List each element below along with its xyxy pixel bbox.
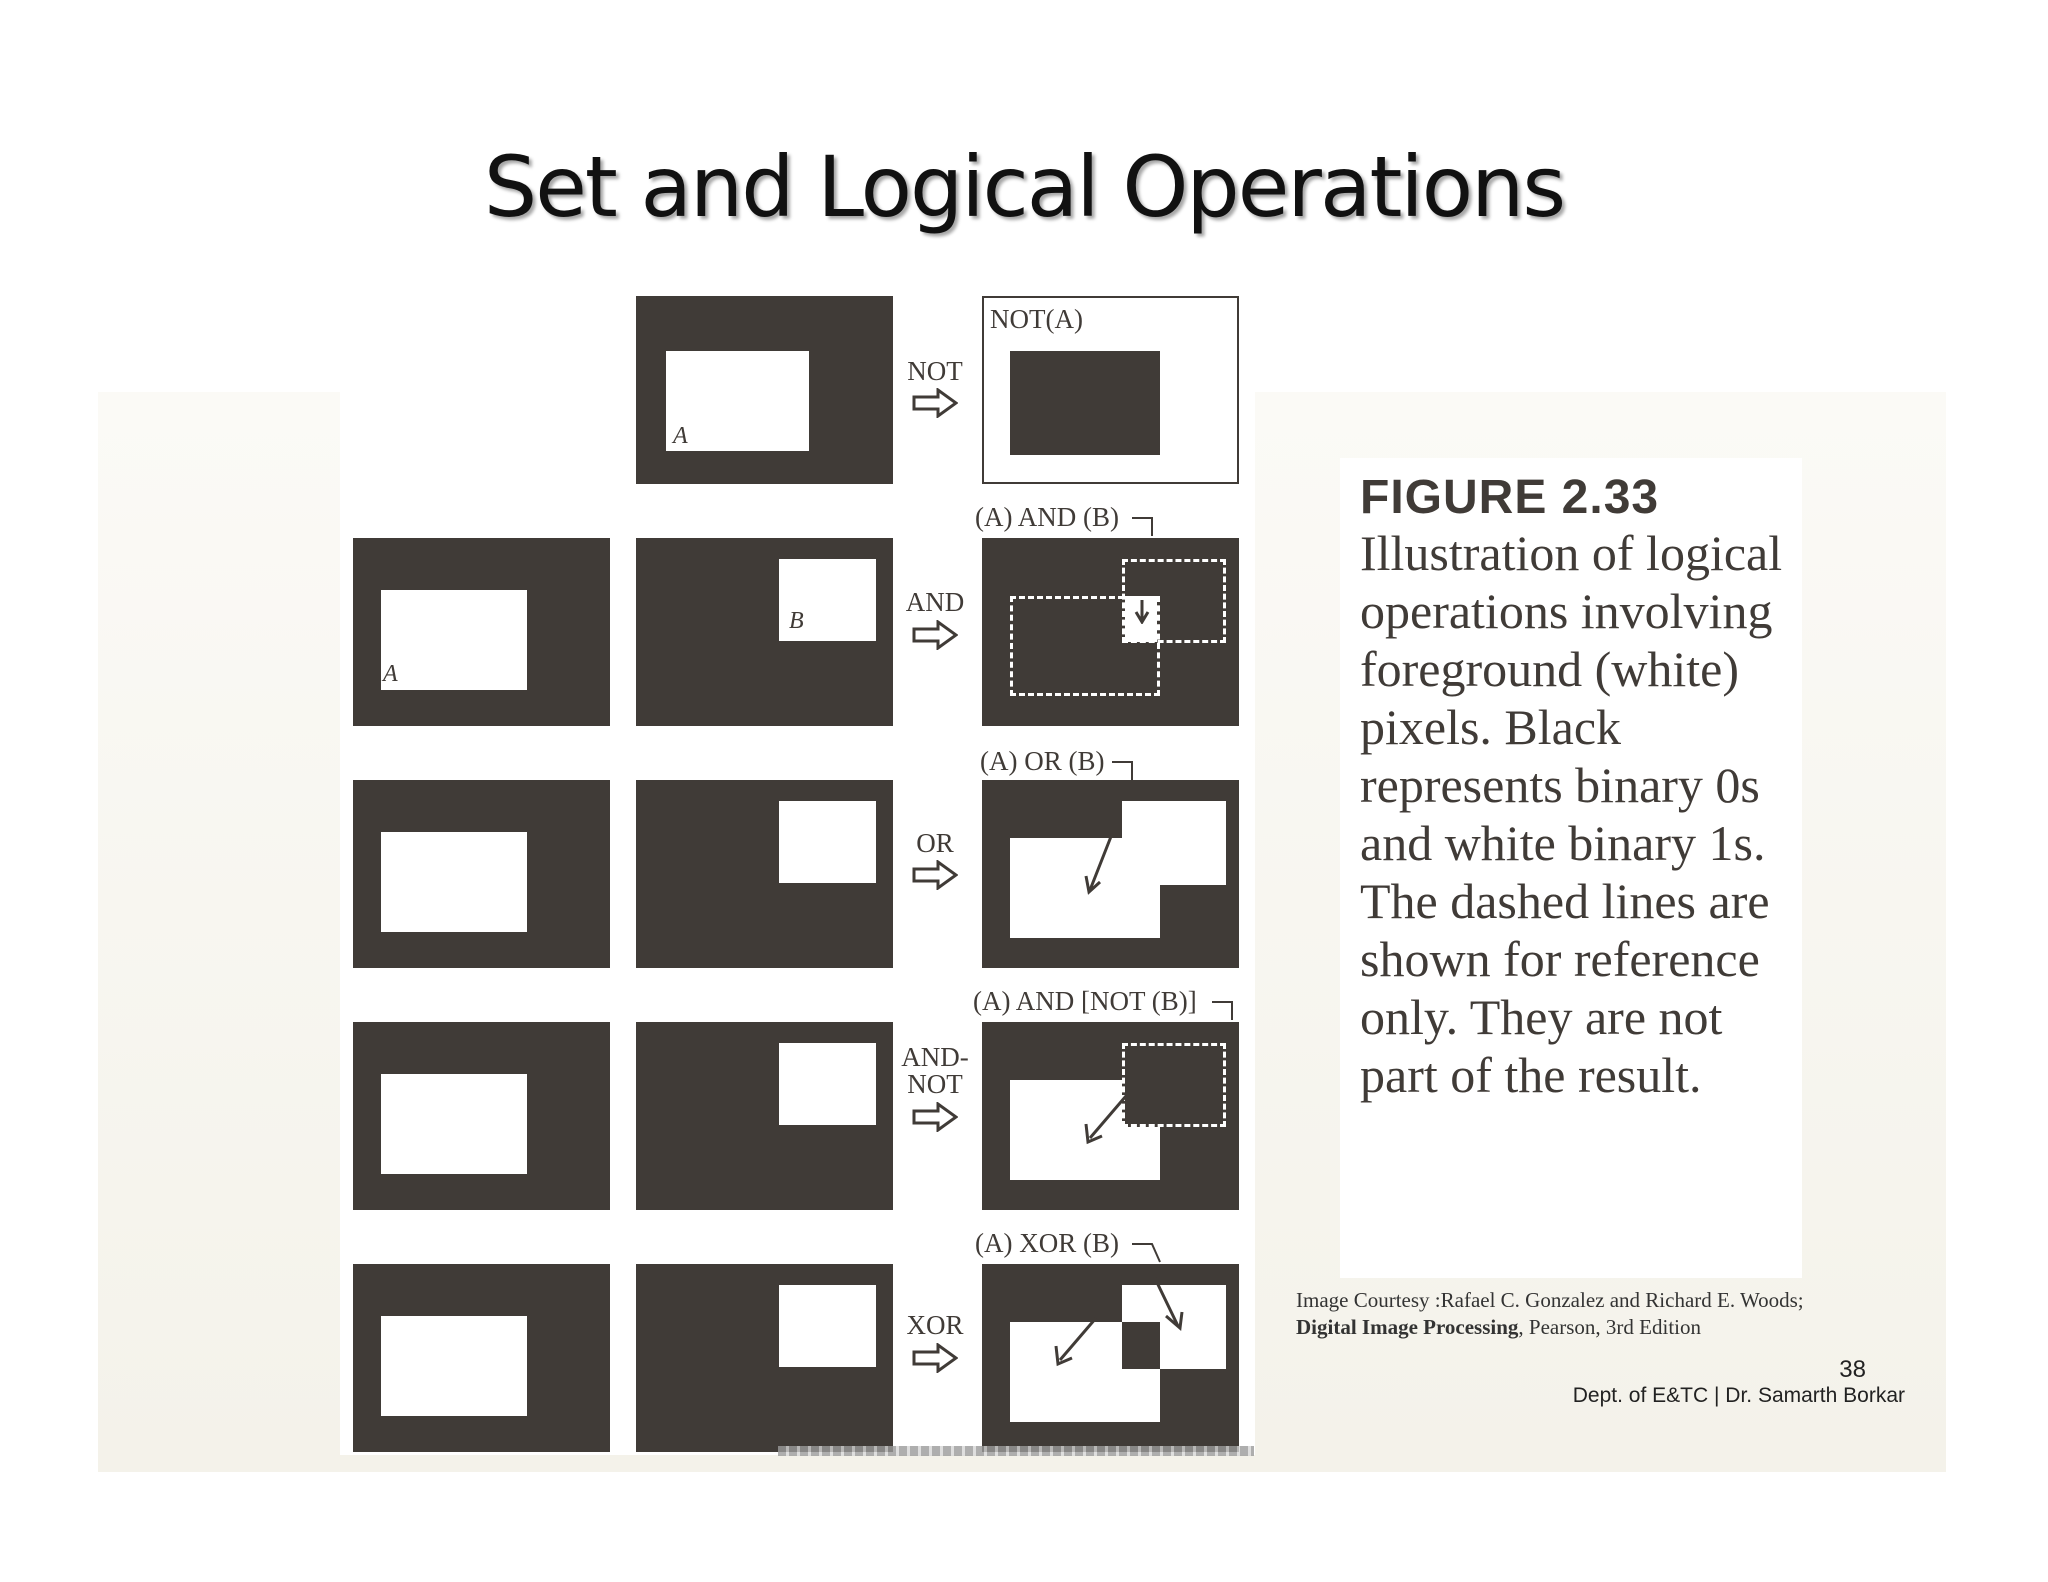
figure-caption: Illustration of logical operations invol… (1360, 525, 1783, 1103)
slide-title: Set and Logical Operations (483, 138, 1566, 236)
credit-line-2-rest: , Pearson, 3rd Edition (1518, 1315, 1701, 1339)
pointer-arrow-icon (1134, 600, 1150, 624)
set-a-rect (381, 590, 527, 690)
image-a-or (353, 780, 610, 968)
result-label-and: (A) AND (B) (975, 502, 1119, 532)
union-b-rect (1122, 801, 1226, 885)
figure-number: FIGURE 2.33 (1360, 471, 1660, 524)
set-b-rect (779, 801, 876, 883)
set-b-rect (779, 1043, 876, 1125)
result-or (982, 780, 1239, 968)
leader-line (1212, 1001, 1233, 1020)
caption-panel (1340, 458, 1802, 1278)
credit-line-1: Image Courtesy :Rafael C. Gonzalez and R… (1296, 1288, 1804, 1312)
credit-book-title: Digital Image Processing (1296, 1315, 1519, 1339)
op-label-xor: XOR (906, 1310, 964, 1340)
leader-line (1132, 1243, 1161, 1263)
result-xor (982, 1264, 1239, 1452)
set-b-rect (779, 559, 876, 641)
image-b-xor (636, 1264, 893, 1452)
op-label-not: NOT (907, 356, 963, 386)
right-arrow-icon (912, 620, 958, 650)
dashed-b-reference (1122, 559, 1226, 643)
dashed-b-reference (1122, 1043, 1226, 1127)
result-not (982, 296, 1239, 484)
op-label-andnot-line1: AND- (901, 1042, 969, 1072)
pointer-arrow-icon (1084, 833, 1114, 895)
right-arrow-icon (912, 1343, 958, 1373)
removed-b-area (1122, 1043, 1226, 1127)
pointer-arrow-icon (1054, 1317, 1098, 1367)
result-label-xor: (A) XOR (B) (975, 1228, 1119, 1258)
right-arrow-icon (912, 1102, 958, 1132)
credit-line-2: Digital Image Processing, Pearson, 3rd E… (1296, 1314, 1896, 1341)
image-b-and: B (636, 538, 893, 726)
right-arrow-icon (912, 388, 958, 418)
image-b-or (636, 780, 893, 968)
leader-line (1112, 761, 1133, 780)
footer-strip (778, 1446, 1254, 1456)
set-a-rect (666, 351, 809, 451)
image-a-not: A (636, 296, 893, 484)
result-label-andnot: (A) AND [NOT (B)] (973, 986, 1197, 1016)
image-a-andnot (353, 1022, 610, 1210)
page-number: 38 (1839, 1356, 1866, 1383)
label-b: B (789, 608, 804, 634)
set-a-rect (381, 1316, 527, 1416)
image-a-xor (353, 1264, 610, 1452)
image-a-and: A (353, 538, 610, 726)
result-and (982, 538, 1239, 726)
result-not-rect (1010, 351, 1160, 455)
op-label-or: OR (916, 828, 954, 858)
pointer-arrow-icon (1084, 1095, 1128, 1145)
label-a: A (673, 423, 688, 449)
label-a: A (383, 661, 398, 687)
image-b-andnot (636, 1022, 893, 1210)
slide-footer: Dept. of E&TC | Dr. Samarth Borkar (1572, 1384, 1905, 1407)
set-b-rect (779, 1285, 876, 1367)
result-andnot (982, 1022, 1239, 1210)
xor-intersection (1122, 1322, 1160, 1369)
right-arrow-icon (912, 860, 958, 890)
pointer-arrow-icon (1148, 1267, 1184, 1331)
result-label-not: NOT(A) (990, 304, 1083, 334)
leader-line (1132, 517, 1153, 536)
op-label-andnot-line2: NOT (907, 1069, 963, 1099)
image-credit: Image Courtesy :Rafael C. Gonzalez and R… (1296, 1287, 1896, 1341)
dashed-a-reference (1010, 596, 1160, 696)
op-label-and: AND (905, 587, 965, 617)
set-a-rect (381, 832, 527, 932)
set-a-rect (381, 1074, 527, 1174)
result-label-or: (A) OR (B) (980, 746, 1105, 776)
